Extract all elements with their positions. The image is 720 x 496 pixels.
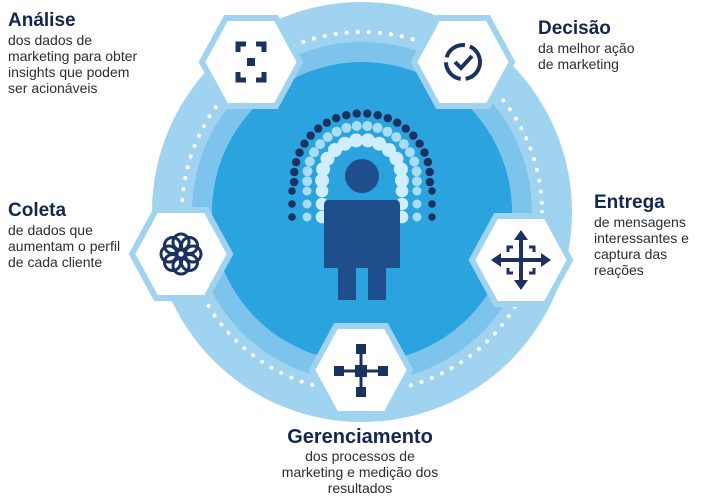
halo-dot [342, 111, 351, 120]
halo-dot [412, 186, 422, 196]
interlocking-rings-icon [159, 232, 203, 276]
halo-dot [315, 173, 330, 188]
halo-dot [304, 156, 315, 167]
halo-dot [428, 187, 436, 195]
halo-dot [420, 148, 429, 157]
halo-dot [289, 177, 299, 187]
hex-node-gerenciamento [308, 323, 414, 417]
hex-node-analise [198, 15, 304, 109]
halo-dot [393, 118, 402, 127]
halo-dot [290, 167, 299, 177]
circle-check-icon [444, 43, 482, 81]
halo-dot [302, 166, 313, 177]
halo-dot [382, 126, 393, 137]
step-title: Entrega [594, 192, 665, 213]
halo-dot [360, 133, 375, 148]
halo-dot [428, 213, 436, 221]
step-description: de dados que aumentam o perfil de cada c… [8, 222, 121, 270]
halo-dot [373, 111, 382, 120]
halo-dot [404, 147, 415, 158]
halo-dot [393, 162, 408, 177]
halo-dot [394, 173, 409, 188]
halo-dot [322, 118, 331, 127]
halo-dot [412, 199, 422, 209]
halo-dot [362, 121, 373, 131]
hex-node-decisao [410, 15, 516, 109]
four-arrows-icon [491, 230, 551, 290]
halo-dot [302, 199, 312, 209]
halo-dot [302, 186, 312, 196]
halo-dot [349, 133, 364, 148]
halo-dot [389, 151, 404, 166]
halo-dot [428, 200, 436, 208]
halo-dot [425, 167, 434, 177]
dot-halo [288, 109, 436, 224]
halo-dot [302, 176, 313, 187]
halo-dot [300, 139, 309, 148]
step-title: Coleta [8, 200, 67, 221]
halo-dot [352, 109, 361, 118]
focus-frame-icon [235, 41, 267, 83]
person-figure [324, 159, 400, 300]
halo-dot [398, 139, 409, 150]
halo-dot [288, 187, 296, 195]
halo-dot [363, 109, 372, 118]
step-decisao: Decisão da melhor ação de marketing [538, 18, 708, 72]
halo-dot [288, 213, 296, 221]
step-title: Análise [8, 10, 76, 31]
halo-dot [423, 157, 433, 167]
halo-dot [383, 114, 392, 123]
step-title: Decisão [538, 18, 611, 39]
step-description: de mensagens interessantes e captura das… [594, 214, 689, 278]
halo-dot [331, 126, 342, 137]
step-coleta: Coleta de dados que aumentam o perfil de… [8, 200, 168, 270]
halo-dot [316, 162, 331, 177]
halo-dot [291, 157, 301, 167]
halo-dot [341, 122, 352, 133]
halo-dot [411, 176, 422, 187]
flow-network-icon [334, 344, 388, 397]
hex-node-coleta [128, 207, 234, 301]
step-description: dos processos de marketing e medição dos… [281, 448, 439, 496]
halo-dot [314, 124, 323, 133]
halo-dot [332, 114, 341, 123]
halo-dot [302, 212, 312, 222]
halo-dot [315, 139, 326, 150]
halo-dot [411, 166, 422, 177]
halo-dot [337, 136, 352, 151]
step-gerenciamento: Gerenciamento dos processos de marketing… [240, 426, 480, 496]
step-analise: Análise dos dados de marketing para obte… [8, 10, 188, 96]
step-description: da melhor ação de marketing [538, 40, 635, 72]
halo-dot [395, 184, 409, 198]
halo-dot [372, 122, 383, 133]
step-entrega: Entrega de mensagens interessantes e cap… [594, 192, 720, 278]
halo-dot [295, 148, 304, 157]
halo-dot [351, 121, 362, 131]
halo-dot [309, 147, 320, 158]
halo-dot [391, 132, 402, 143]
halo-dot [425, 177, 435, 187]
halo-dot [306, 131, 315, 140]
halo-dot [288, 200, 296, 208]
halo-dot [322, 132, 333, 143]
halo-dot [415, 139, 424, 148]
halo-dot [315, 184, 329, 198]
halo-dot [401, 124, 410, 133]
halo-dot [412, 212, 422, 222]
hex-node-entrega [468, 213, 574, 307]
step-title: Gerenciamento [287, 426, 433, 448]
halo-dot [409, 131, 418, 140]
step-description: dos dados de marketing para obter insigh… [8, 32, 138, 96]
halo-dot [409, 156, 420, 167]
